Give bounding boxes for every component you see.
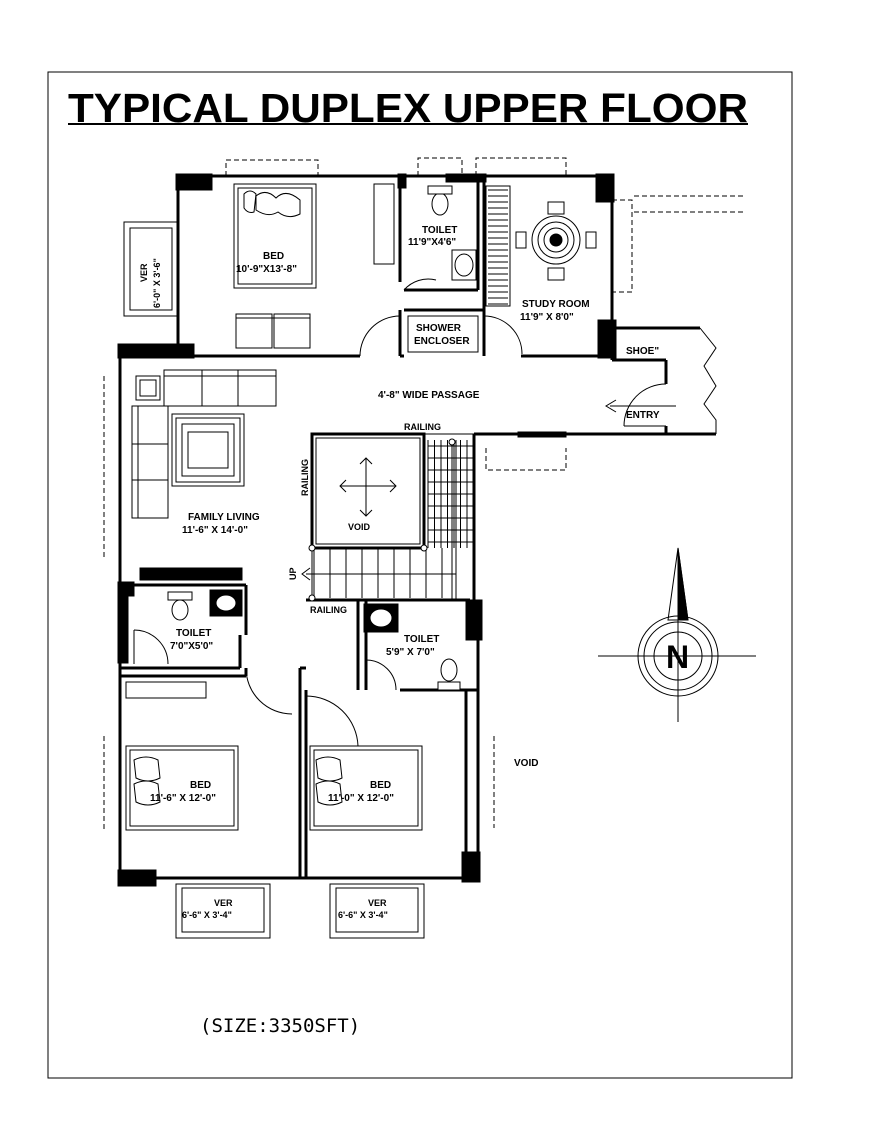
svg-text:RAILING: RAILING [404,422,441,432]
svg-text:7'0"X5'0": 7'0"X5'0" [170,641,213,652]
svg-text:11'-6" X 12'-0": 11'-6" X 12'-0" [150,793,216,804]
bedroom-top: BED 10'-9"X13'-8" [233,183,401,357]
north-label: N [666,639,689,675]
svg-text:5'9" X 7'0": 5'9" X 7'0" [386,647,435,658]
svg-text:TOILET: TOILET [176,628,211,639]
verandah-bottom-left: VER 6'-6" X 3'-4" [175,883,271,939]
svg-text:BED: BED [263,251,284,262]
svg-text:VER: VER [139,263,149,282]
study-room: STUDY ROOM 11'9" X 8'0" [483,185,597,356]
svg-text:11'9"X4'6": 11'9"X4'6" [408,237,456,248]
svg-text:6'-6" X 3'-4": 6'-6" X 3'-4" [182,910,232,920]
verandah-top-left: VER 6'-0" X 3'-6" [123,221,179,317]
staircase-void: VOID RAILING RAILING RAILING UP [288,422,474,615]
svg-text:ENCLOSER: ENCLOSER [414,336,470,347]
svg-text:4'-8" WIDE PASSAGE: 4'-8" WIDE PASSAGE [378,390,480,401]
svg-text:TOILET: TOILET [422,225,457,236]
svg-text:6'-6" X 3'-4": 6'-6" X 3'-4" [338,910,388,920]
bedroom-left: BED 11'-6" X 12'-0" [125,681,239,831]
svg-text:BED: BED [370,780,391,791]
toilet-top: TOILET 11'9"X4'6" SHOWER ENCLOSER [403,185,479,353]
verandah-bottom-right: VER 6'-6" X 3'-4" [329,883,425,939]
bedroom-right: BED 11'-0" X 12'-0" VOID [309,745,538,831]
entry-area: SHOE" ENTRY 4'-8" WIDE PASSAGE [378,327,717,434]
toilet-mid: TOILET 5'9" X 7'0" [305,603,461,747]
svg-text:VOID: VOID [348,522,371,532]
size-note: (SIZE:3350SFT) [200,1015,360,1037]
family-living: FAMILY LIVING 11'-6" X 14'-0" [131,369,277,581]
svg-text:SHOWER: SHOWER [416,323,462,334]
walls [117,173,716,887]
svg-text:ENTRY: ENTRY [626,410,660,421]
study-shelf [485,185,511,307]
toilet-left: TOILET 7'0"X5'0" [133,589,293,715]
svg-text:RAILING: RAILING [310,605,347,615]
svg-text:10'-9"X13'-8": 10'-9"X13'-8" [236,264,297,275]
svg-text:11'9" X 8'0": 11'9" X 8'0" [520,312,574,323]
svg-text:11'-6" X 14'-0": 11'-6" X 14'-0" [182,525,248,536]
svg-text:6'-0" X 3'-6": 6'-0" X 3'-6" [152,258,162,308]
svg-text:VOID: VOID [514,758,538,769]
svg-text:UP: UP [288,567,298,580]
svg-text:VER: VER [368,898,387,908]
svg-text:RAILING: RAILING [300,459,310,496]
svg-text:STUDY ROOM: STUDY ROOM [522,299,590,310]
north-arrow: N [598,547,756,722]
svg-text:SHOE": SHOE" [626,346,659,357]
svg-text:BED: BED [190,780,211,791]
svg-text:VER: VER [214,898,233,908]
svg-text:FAMILY LIVING: FAMILY LIVING [188,512,260,523]
svg-text:TOILET: TOILET [404,634,439,645]
svg-text:11'-0" X 12'-0": 11'-0" X 12'-0" [328,793,394,804]
drawing-border [47,71,793,1079]
windows [103,157,746,830]
